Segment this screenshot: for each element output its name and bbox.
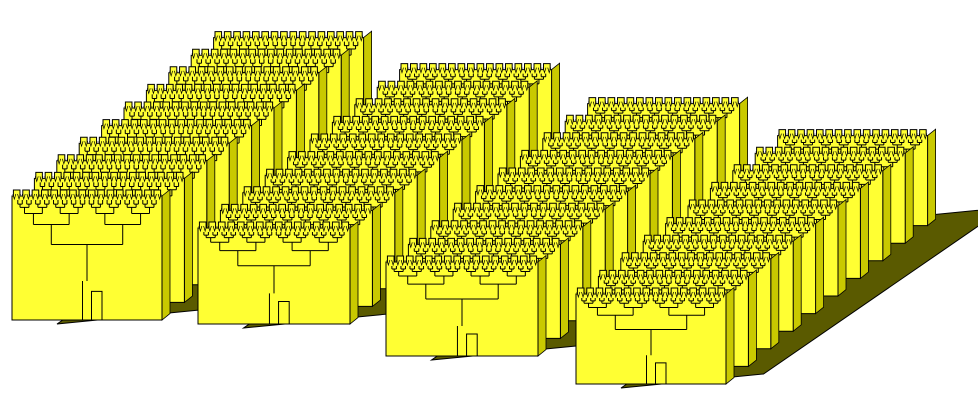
board-side <box>793 235 801 331</box>
board-side <box>560 238 568 338</box>
antenna-board <box>386 256 546 356</box>
board-side <box>184 172 192 302</box>
board-side <box>883 164 891 260</box>
board-side <box>771 252 779 348</box>
board-side <box>372 204 380 306</box>
board-side <box>748 270 756 366</box>
board-side <box>350 222 358 324</box>
board-side <box>860 182 868 278</box>
board-side <box>905 147 913 243</box>
board-side <box>838 200 846 296</box>
board-side <box>162 190 170 320</box>
antenna-board <box>576 288 734 384</box>
board-side <box>726 288 734 384</box>
antenna-board <box>12 190 170 320</box>
antenna-board <box>198 222 358 324</box>
board-side <box>816 217 824 313</box>
board-side <box>538 256 546 356</box>
board-side <box>928 129 936 225</box>
